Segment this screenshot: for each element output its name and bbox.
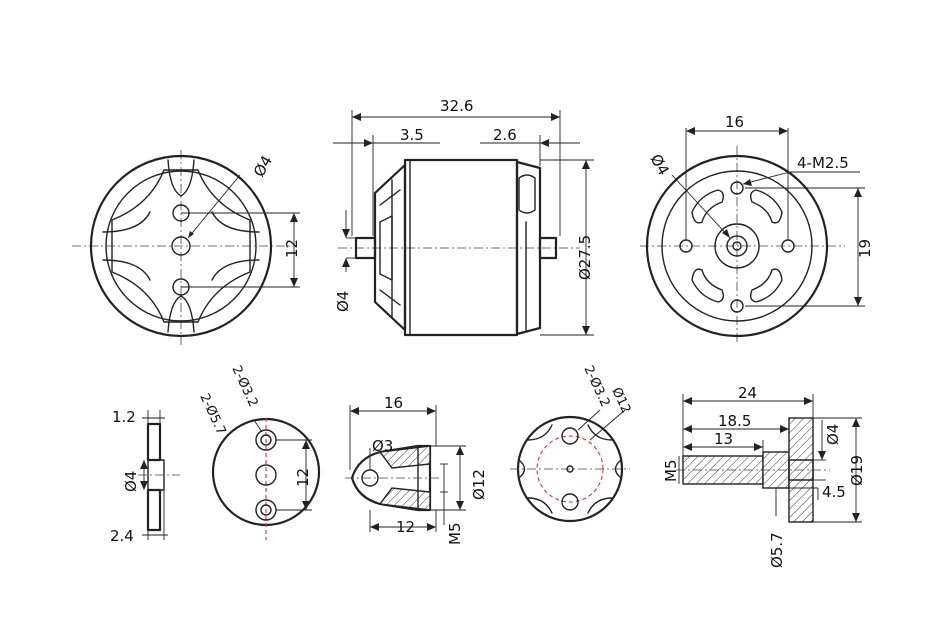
adapter-hole-bottom — [561, 493, 579, 511]
cone-length-label: 16 — [384, 394, 403, 412]
rear-mount-holes-label: 4-M2.5 — [797, 154, 849, 172]
front-view: Ø4 12 — [72, 150, 301, 345]
side-view: 32.6 3.5 2.6 Ø27.5 Ø4 — [333, 97, 594, 337]
side-body-dia-label: Ø27.5 — [576, 235, 594, 280]
washer-bore-label: Ø4 — [122, 471, 140, 492]
side-shaft-front-label: 3.5 — [400, 126, 424, 144]
shaft-adapter-bore-label: Ø4 — [824, 424, 842, 445]
shaft-adapter-thread-len-label: 13 — [714, 430, 733, 448]
washer-thick-top-label: 1.2 — [112, 408, 136, 426]
rear-height-label: 19 — [856, 239, 874, 258]
side-shaft-dia-label: Ø4 — [334, 291, 352, 312]
shaft-adapter-flange-thk-label: 4.5 — [822, 483, 846, 501]
front-hole-center — [171, 236, 191, 256]
plate-holes-small-label: 2-Ø3.2 — [228, 363, 260, 409]
plate-part: 12 2-Ø3.2 2-Ø5.7 — [196, 363, 321, 540]
rear-hole-top — [730, 181, 744, 195]
side-overall-length-label: 32.6 — [440, 97, 473, 115]
rear-hole-bottom — [730, 299, 744, 313]
washer-thick-bottom-label: 2.4 — [110, 527, 134, 545]
cone-thread-label: M5 — [446, 523, 464, 546]
plate-holes-large-label: 2-Ø5.7 — [196, 391, 228, 437]
shaft-adapter-part: 24 18.5 13 M5 Ø4 Ø19 4.5 Ø5 — [662, 384, 866, 568]
shaft-adapter-total-label: 24 — [738, 384, 757, 402]
adapter-holes-label: 2-Ø3.2 — [580, 363, 612, 409]
shaft-adapter-hub-dia-label: Ø5.7 — [768, 532, 786, 568]
washer-part: 1.2 2.4 Ø4 — [110, 408, 180, 545]
cone-part: 16 Ø3 Ø12 12 M5 — [345, 394, 488, 545]
prop-adapter-part: 2-Ø3.2 Ø12 — [510, 363, 633, 523]
adapter-hole-top — [561, 427, 579, 445]
front-bolt-spacing-label: 12 — [283, 239, 301, 258]
cone-base-dia-label: Ø12 — [470, 469, 488, 500]
side-shaft-back-label: 2.6 — [493, 126, 517, 144]
front-hole-dia-label: Ø4 — [250, 153, 276, 180]
shaft-adapter-mid-label: 18.5 — [718, 412, 751, 430]
shaft-adapter-thread-label: M5 — [662, 460, 680, 483]
rear-width-label: 16 — [725, 113, 744, 131]
rear-view: 16 19 Ø4 4-M2.5 — [640, 113, 874, 345]
plate-spacing-label: 12 — [294, 468, 312, 487]
shaft-adapter-flange-dia-label: Ø19 — [848, 455, 866, 486]
cone-nose-dia-label: Ø3 — [372, 437, 393, 455]
cone-base-length-label: 12 — [396, 518, 415, 536]
rear-hole-dia-label: Ø4 — [647, 151, 673, 178]
